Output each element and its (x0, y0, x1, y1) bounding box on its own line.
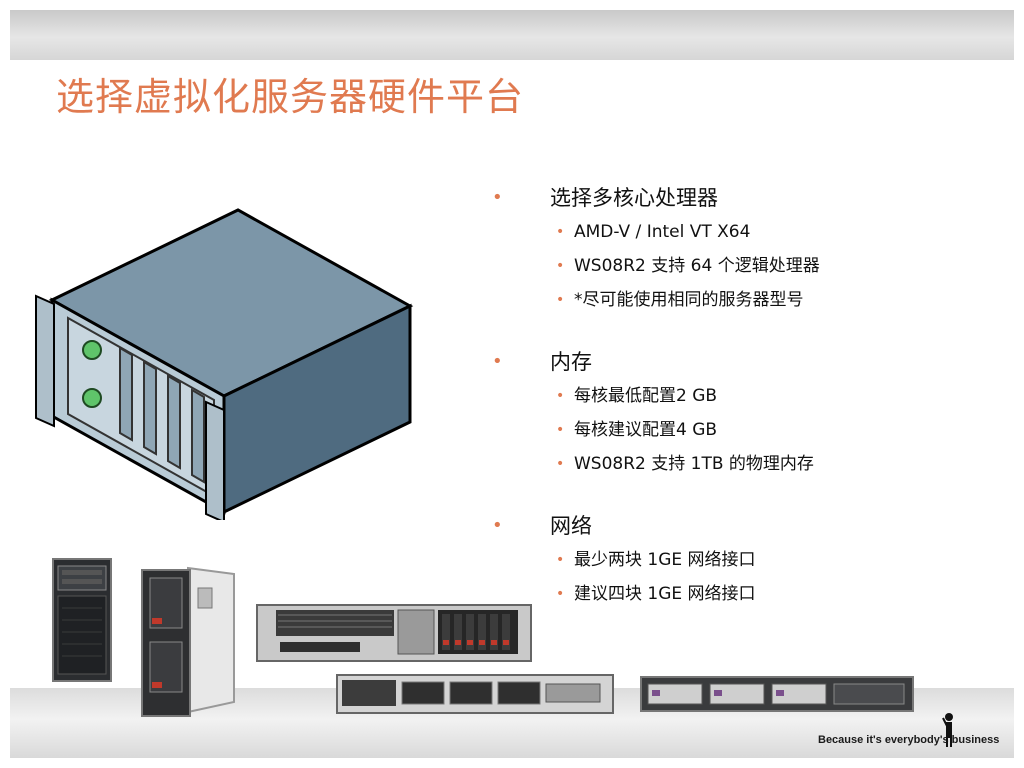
list-item: • 建议四块 1GE 网络接口 (486, 580, 1006, 614)
section-memory: • 内存 • 每核最低配置2 GB • 每核建议配置4 GB • WS08R2 … (486, 346, 1006, 484)
tower-server-icon (52, 558, 112, 682)
rack-server-1u-icon (336, 674, 614, 714)
section-header: • 内存 (486, 346, 1006, 382)
section-header: • 选择多核心处理器 (486, 182, 1006, 218)
list-item: • AMD-V / Intel VT X64 (486, 218, 1006, 252)
section-title: 选择多核心处理器 (550, 186, 718, 210)
list-item: • WS08R2 支持 64 个逻辑处理器 (486, 252, 1006, 286)
bullet-dot-icon: • (492, 515, 503, 536)
bullet-dot-icon: • (556, 422, 565, 438)
rack-server-1u-alt-icon (640, 676, 914, 712)
footer-tagline: Because it's everybody's business (818, 734, 1000, 746)
bullet-dot-icon: • (556, 258, 565, 274)
bullet-dot-icon: • (556, 552, 565, 568)
list-item-text: AMD-V / Intel VT X64 (574, 222, 751, 242)
bullet-dot-icon: • (556, 224, 565, 240)
list-item-text: 每核最低配置2 GB (574, 386, 718, 406)
header-band (10, 10, 1014, 60)
figure-logo-icon (942, 713, 953, 747)
list-item: • 每核最低配置2 GB (486, 382, 1006, 416)
list-item-text: 建议四块 1GE 网络接口 (574, 584, 756, 604)
bullet-dot-icon: • (556, 456, 565, 472)
section-processor: • 选择多核心处理器 • AMD-V / Intel VT X64 • WS08… (486, 182, 1006, 320)
section-title: 内存 (550, 350, 592, 374)
list-item: • *尽可能使用相同的服务器型号 (486, 286, 1006, 320)
section-title: 网络 (550, 514, 592, 538)
section-header: • 网络 (486, 510, 1006, 546)
server-illustration-icon (35, 208, 414, 520)
rack-server-2u-icon (256, 604, 532, 662)
list-item-text: 每核建议配置4 GB (574, 420, 718, 440)
bullet-dot-icon: • (492, 187, 503, 208)
bullet-dot-icon: • (556, 586, 565, 602)
slide-title: 选择虚拟化服务器硬件平台 (56, 75, 525, 119)
bullet-dot-icon: • (492, 351, 503, 372)
list-item: • 每核建议配置4 GB (486, 416, 1006, 450)
bullet-content: • 选择多核心处理器 • AMD-V / Intel VT X64 • WS08… (486, 182, 1006, 640)
list-item: • WS08R2 支持 1TB 的物理内存 (486, 450, 1006, 484)
bullet-dot-icon: • (556, 388, 565, 404)
blade-server-icon (141, 566, 235, 717)
section-network: • 网络 • 最少两块 1GE 网络接口 • 建议四块 1GE 网络接口 (486, 510, 1006, 614)
bullet-dot-icon: • (556, 292, 565, 308)
list-item-text: WS08R2 支持 1TB 的物理内存 (574, 454, 814, 474)
list-item-text: WS08R2 支持 64 个逻辑处理器 (574, 256, 820, 276)
list-item: • 最少两块 1GE 网络接口 (486, 546, 1006, 580)
list-item-text: 最少两块 1GE 网络接口 (574, 550, 756, 570)
list-item-text: *尽可能使用相同的服务器型号 (574, 290, 804, 310)
